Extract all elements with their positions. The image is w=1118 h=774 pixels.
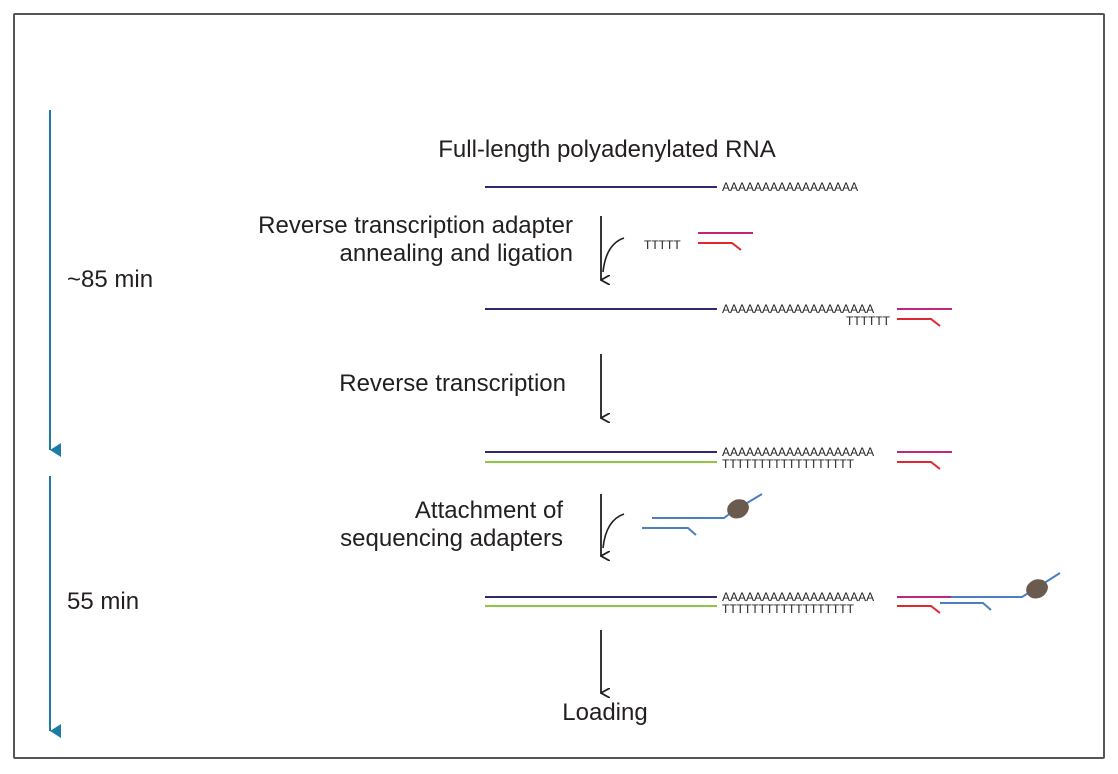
step1-label: Reverse transcription adapter annealing …	[258, 212, 573, 267]
step1-arrow	[601, 216, 625, 280]
diagram-title: Full-length polyadenylated RNA	[438, 136, 776, 163]
rna-adapter-ligated: AAAAAAAAAAAAAAAAAAA TTTTTT	[485, 302, 952, 328]
timeline-label-2: 55 min	[67, 588, 140, 615]
step4-label: Loading	[562, 699, 648, 726]
sequencing-adapter-free	[642, 493, 763, 536]
motor-protein-icon	[727, 499, 749, 519]
svg-text:TTTTTTTTTTTTTTTTTT: TTTTTTTTTTTTTTTTTT	[722, 457, 855, 471]
svg-text:AAAAAAAAAAAAAAAAAAA: AAAAAAAAAAAAAAAAAAA	[722, 445, 874, 459]
rna-full-length: AAAAAAAAAAAAAAAAA	[485, 180, 858, 194]
svg-text:TTTTTTTTTTTTTTTTTT: TTTTTTTTTTTTTTTTTT	[722, 602, 855, 616]
final-library: AAAAAAAAAAAAAAAAAAA TTTTTTTTTTTTTTTTTT	[485, 572, 1061, 616]
step3-label: Attachment of sequencing adapters	[340, 497, 563, 552]
step2-label: Reverse transcription	[339, 370, 566, 397]
rt-adapter-free: TTTTT	[644, 232, 753, 252]
step3-arrow	[601, 494, 625, 556]
motor-protein-icon	[1026, 579, 1048, 599]
poly-a-tail: AAAAAAAAAAAAAAAAA	[722, 180, 858, 194]
timeline-label-1: ~85 min	[67, 266, 154, 293]
diagram-frame	[13, 13, 1105, 759]
adapter-t-label: TTTTT	[644, 238, 681, 252]
svg-text:AAAAAAAAAAAAAAAAAAA: AAAAAAAAAAAAAAAAAAA	[722, 302, 874, 316]
svg-text:AAAAAAAAAAAAAAAAAAA: AAAAAAAAAAAAAAAAAAA	[722, 590, 874, 604]
rna-cdna-hybrid: AAAAAAAAAAAAAAAAAAA TTTTTTTTTTTTTTTTTT	[485, 445, 952, 471]
svg-text:TTTTTT: TTTTTT	[846, 314, 891, 328]
